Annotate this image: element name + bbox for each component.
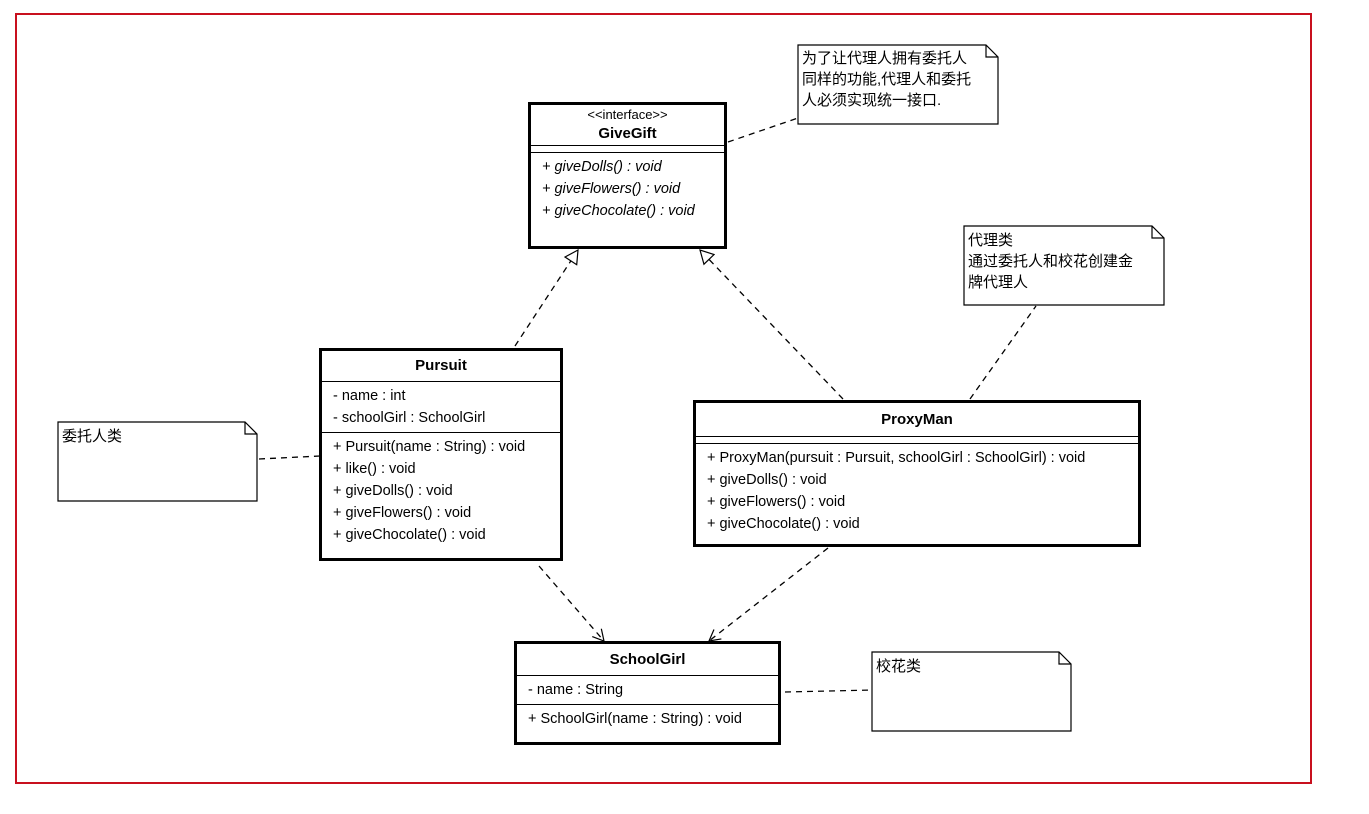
note-proxy: 代理类 通过委托人和校花创建金 牌代理人: [964, 228, 1154, 295]
operation: + Pursuit(name : String) : void: [333, 439, 526, 455]
operation: + giveFlowers() : void: [333, 505, 472, 521]
class-pursuit-attributes: - name : int - schoolGirl : SchoolGirl: [322, 382, 560, 433]
diagram-frame: [15, 13, 1312, 784]
class-givegift-header: <<interface>> GiveGift: [531, 105, 724, 146]
note-line: 通过委托人和校花创建金: [968, 253, 1134, 270]
operation: + giveChocolate() : void: [333, 527, 486, 543]
realization-pursuit-givegift: [514, 248, 579, 347]
class-pursuit-operations: + Pursuit(name : String) : void + like()…: [322, 433, 560, 549]
operation: + giveChocolate() : void: [707, 516, 860, 532]
note-line: 校花类: [876, 658, 922, 675]
class-schoolgirl-header: SchoolGirl: [517, 644, 778, 676]
note-link-delegator: [258, 455, 321, 460]
class-proxyman[interactable]: ProxyMan + ProxyMan(pursuit : Pursuit, s…: [693, 400, 1141, 547]
note-interface: 为了让代理人拥有委托人 同样的功能,代理人和委托 人必须实现统一接口.: [798, 46, 988, 113]
class-schoolgirl-operations: + SchoolGirl(name : String) : void: [517, 705, 778, 733]
note-line: 人必须实现统一接口.: [802, 92, 942, 109]
class-schoolgirl-name: SchoolGirl: [609, 651, 686, 668]
attribute: - schoolGirl : SchoolGirl: [333, 410, 486, 426]
operation: + giveFlowers() : void: [707, 494, 846, 510]
attribute: - name : String: [528, 682, 624, 698]
note-line: 为了让代理人拥有委托人: [802, 50, 968, 67]
class-pursuit[interactable]: Pursuit - name : int - schoolGirl : Scho…: [319, 348, 563, 561]
note-shape-proxy: [963, 225, 1165, 306]
attribute: - name : int: [333, 388, 406, 404]
note-line: 委托人类: [62, 428, 123, 445]
operation: + ProxyMan(pursuit : Pursuit, schoolGirl…: [707, 450, 1086, 466]
operation: + giveChocolate() : void: [542, 203, 695, 219]
realization-proxyman-givegift: [699, 249, 844, 400]
note-schoolgirl: 校花类: [872, 654, 1062, 679]
note-link-interface: [727, 117, 799, 143]
class-givegift[interactable]: <<interface>> GiveGift + giveDolls() : v…: [528, 102, 727, 249]
operation: + SchoolGirl(name : String) : void: [528, 711, 742, 727]
dependency-pursuit-schoolgirl: [538, 565, 605, 642]
note-shape-schoolgirl: [871, 651, 1072, 732]
note-link-schoolgirl: [784, 689, 873, 693]
class-givegift-name: GiveGift: [598, 125, 657, 142]
class-schoolgirl[interactable]: SchoolGirl - name : String + SchoolGirl(…: [514, 641, 781, 745]
class-givegift-operations: + giveDolls() : void + giveFlowers() : v…: [531, 153, 724, 225]
class-proxyman-operations: + ProxyMan(pursuit : Pursuit, schoolGirl…: [696, 444, 1138, 538]
class-proxyman-attributes: [696, 437, 1138, 444]
note-line: 代理类: [968, 232, 1014, 249]
note-line: 牌代理人: [968, 274, 1029, 291]
operation: + like() : void: [333, 461, 416, 477]
class-givegift-stereotype: <<interface>>: [587, 107, 668, 122]
class-schoolgirl-attributes: - name : String: [517, 676, 778, 705]
class-proxyman-header: ProxyMan: [696, 403, 1138, 437]
operation: + giveDolls() : void: [542, 159, 662, 175]
operation: + giveFlowers() : void: [542, 181, 681, 197]
operation: + giveDolls() : void: [333, 483, 453, 499]
note-shape-delegator: [57, 421, 258, 502]
class-pursuit-name: Pursuit: [415, 357, 467, 374]
class-proxyman-name: ProxyMan: [881, 411, 953, 428]
operation: + giveDolls() : void: [707, 472, 827, 488]
class-givegift-attributes: [531, 146, 724, 153]
note-shape-interface: [797, 44, 999, 125]
note-delegator: 委托人类: [58, 424, 248, 449]
class-pursuit-header: Pursuit: [322, 351, 560, 382]
note-line: 同样的功能,代理人和委托: [802, 71, 972, 88]
dependency-proxyman-schoolgirl: [708, 547, 829, 642]
note-link-proxy: [969, 305, 1037, 400]
